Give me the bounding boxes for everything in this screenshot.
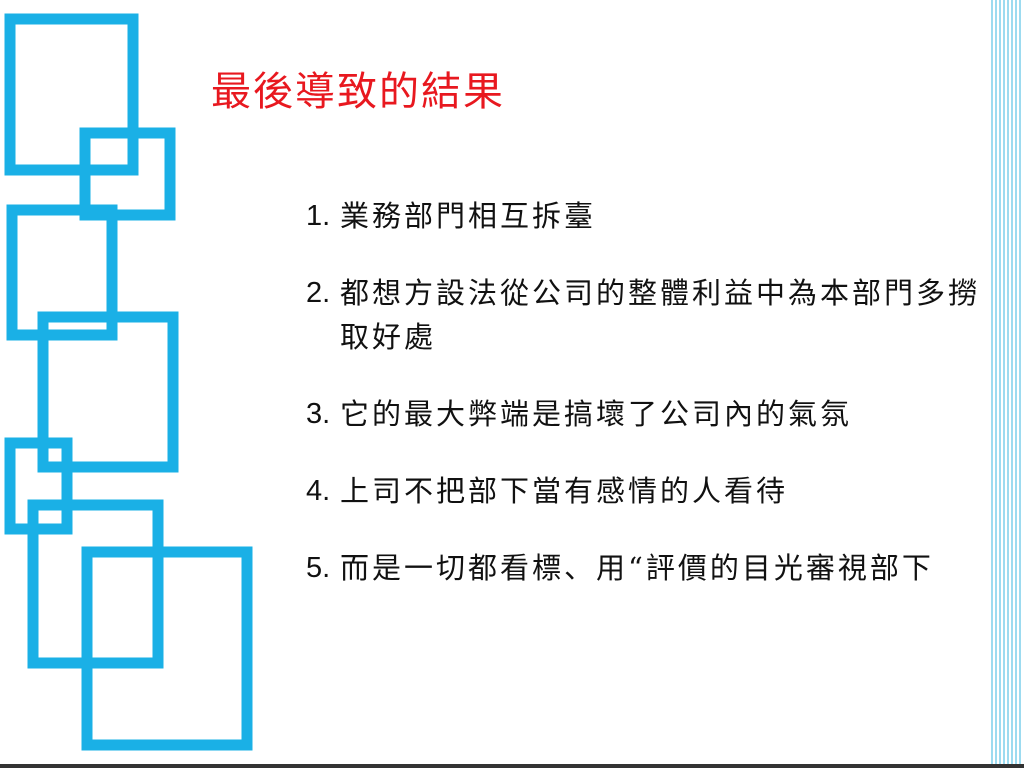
deco-square-3 xyxy=(6,204,118,341)
list-item-number: 1. xyxy=(306,200,331,232)
list-item: 1. 業務部門相互拆臺 xyxy=(306,194,986,238)
list-item-text: 上司不把部下當有感情的人看待 xyxy=(340,474,789,508)
deco-square-1 xyxy=(4,13,139,176)
deco-square-2 xyxy=(79,127,176,221)
result-list: 1. 業務部門相互拆臺 2. 都想方設法從公司的整體利益中為本部門多撈取好處 3… xyxy=(306,194,986,623)
bottom-rule xyxy=(0,764,1024,768)
list-item-number: 5. xyxy=(306,552,331,584)
list-item-number: 3. xyxy=(306,398,331,430)
deco-square-6 xyxy=(27,499,164,669)
slide-title: 最後導致的結果 xyxy=(211,69,505,115)
list-item: 5. 而是一切都看標、用“評價的目光審視部下 xyxy=(306,546,986,590)
list-item-number: 4. xyxy=(306,475,331,507)
list-item-text: 都想方設法從公司的整體利益中為本部門多撈取好處 xyxy=(340,276,981,354)
list-item-text: 業務部門相互拆臺 xyxy=(340,199,597,233)
list-item-number: 2. xyxy=(306,277,331,309)
decorative-squares xyxy=(4,13,253,751)
list-item: 4. 上司不把部下當有感情的人看待 xyxy=(306,469,986,513)
deco-square-7 xyxy=(81,546,253,751)
list-item: 3. 它的最大弊端是搞壞了公司內的氣氛 xyxy=(306,392,986,436)
list-item-text: 它的最大弊端是搞壞了公司內的氣氛 xyxy=(340,397,853,431)
list-item-text: 而是一切都看標、用“評價的目光審視部下 xyxy=(340,551,934,585)
decorative-right-rules xyxy=(991,0,1021,768)
deco-square-4 xyxy=(37,311,179,473)
list-item: 2. 都想方設法從公司的整體利益中為本部門多撈取好處 xyxy=(306,271,986,359)
